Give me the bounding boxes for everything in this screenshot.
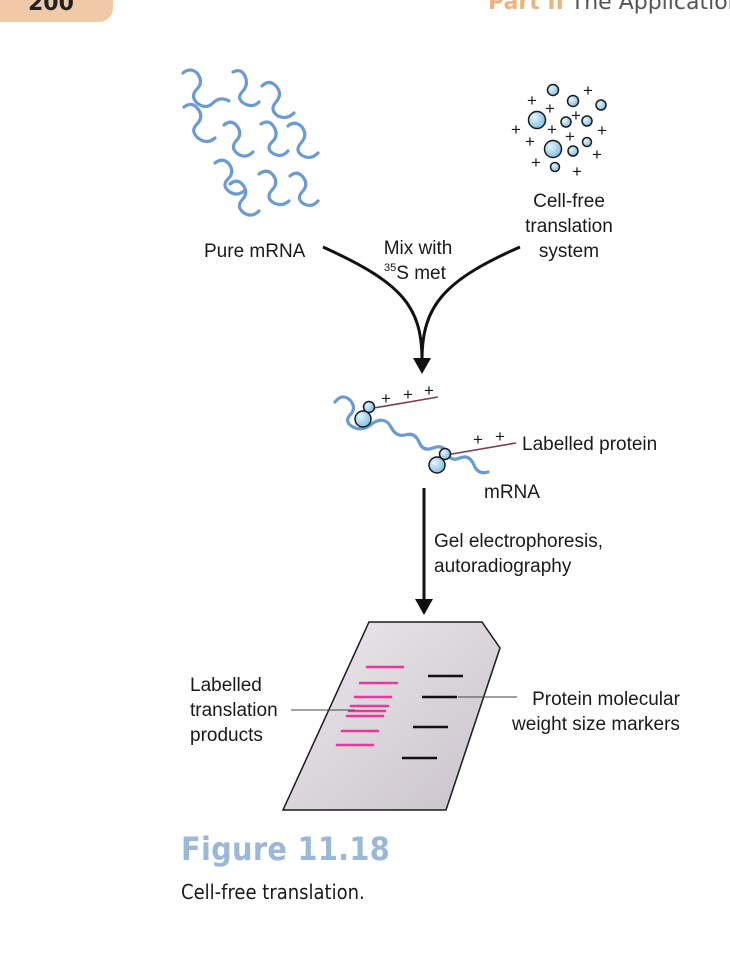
label-pure-mrna: Pure mRNA [204, 241, 306, 262]
figure-title: Figure 11.18 [181, 830, 391, 868]
ribosome-small [438, 447, 452, 461]
label-cellfree-line1: Cell-free [533, 191, 605, 212]
polysome-group: + + + + + [333, 381, 517, 475]
particle [543, 139, 563, 159]
ribosome-large [354, 410, 372, 428]
plus-sign: + [597, 121, 607, 140]
protein-chain [445, 442, 517, 456]
cell-free-system-group: + + + + + + + + + + + + [511, 81, 607, 181]
label-isotope: 35S met [384, 262, 447, 284]
plus-sign: + [511, 120, 521, 139]
plus-sign: + [572, 162, 582, 181]
marker-bands [402, 674, 463, 760]
pure-mrna-group [181, 68, 320, 217]
ribosome-large [428, 456, 446, 474]
label-markers-line1: Protein molecular [532, 689, 681, 710]
plus-sign: + [547, 120, 557, 139]
ribosome-small [362, 400, 376, 414]
plus-sign: + [403, 385, 413, 404]
mrna-strand [222, 120, 255, 158]
mrna-strand [260, 80, 296, 120]
particle [581, 136, 593, 148]
running-head-part: Part II [488, 0, 564, 15]
plus-sign: + [531, 153, 541, 172]
plus-sign: + [592, 145, 602, 164]
label-products-line1: Labelled [190, 675, 262, 696]
mrna-strand [231, 69, 261, 108]
mrna-strand [182, 102, 217, 144]
mrna-strand [228, 179, 261, 217]
plus-sign: + [473, 430, 483, 449]
plus-sign: + [583, 81, 593, 100]
arrow-head-down [413, 358, 431, 374]
label-products-line2: translation [190, 700, 278, 721]
protein-chain [367, 396, 439, 410]
plus-sign: + [424, 381, 434, 400]
mrna-strand [257, 169, 291, 207]
running-head: Part II The Applications [488, 0, 730, 15]
mrna-strand-polysome [333, 395, 490, 475]
figure-caption: Cell-free translation. [181, 880, 365, 904]
plus-sign: + [565, 127, 575, 146]
arrow-from-mrna [322, 245, 424, 361]
mrna-strand [181, 68, 231, 109]
running-head-title: The Applications [570, 0, 730, 15]
plus-sign: + [525, 132, 535, 151]
converging-arrows [322, 245, 521, 361]
label-mix-with: Mix with [384, 238, 453, 259]
plus-sign: + [571, 106, 581, 125]
particle [567, 145, 579, 157]
arrow-from-cellfree [420, 245, 521, 361]
translation-product-bands [335, 665, 405, 747]
isotope-superscript: 35 [384, 262, 396, 274]
page-tab: 200 [0, 0, 113, 22]
isotope-rest: S met [396, 263, 446, 284]
particle [595, 99, 607, 111]
label-cellfree-line2: translation [525, 216, 613, 237]
page-number: 200 [28, 0, 74, 16]
particle [546, 83, 560, 97]
plus-sign: + [545, 99, 555, 118]
label-gel-line2: autoradiography [434, 556, 572, 577]
label-cellfree-line3: system [539, 241, 599, 262]
particle [527, 110, 547, 130]
plus-sign: + [527, 91, 537, 110]
gel-slab [281, 621, 501, 811]
mrna-strand [288, 171, 320, 208]
label-gel-line1: Gel electrophoresis, [434, 531, 603, 552]
plus-sign: + [381, 389, 391, 408]
mrna-strand [213, 158, 247, 196]
particle [560, 116, 572, 128]
particle [581, 115, 593, 127]
arrow-head-down [415, 599, 433, 615]
label-markers-line2: weight size markers [511, 714, 680, 735]
label-mrna: mRNA [484, 482, 540, 503]
mrna-strand [286, 121, 320, 160]
particle [566, 94, 580, 108]
label-products-line3: products [190, 725, 263, 746]
mrna-strand [259, 120, 290, 158]
plus-sign: + [495, 427, 505, 446]
label-labelled-protein: Labelled protein [522, 434, 657, 455]
particle [549, 161, 561, 173]
